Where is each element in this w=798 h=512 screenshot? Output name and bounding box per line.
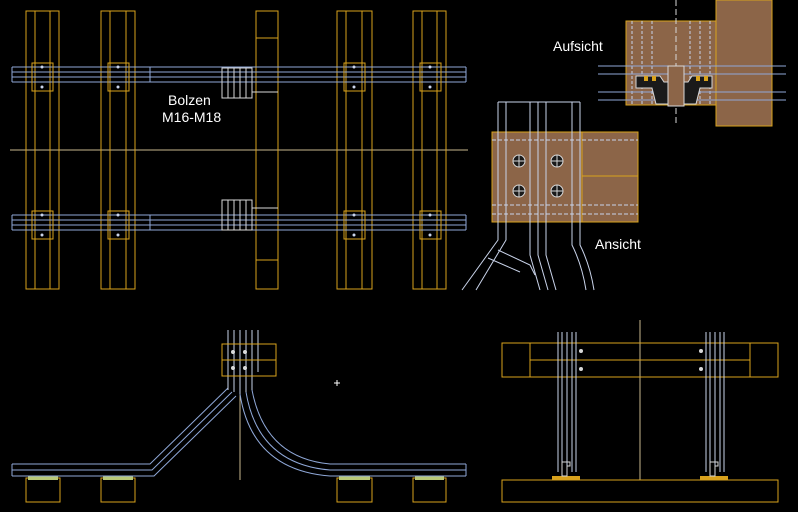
sleeper-1 <box>25 10 60 290</box>
elevation-joint-bolts <box>231 350 247 370</box>
rail-lower <box>11 214 467 231</box>
side-branch-lines <box>487 249 536 276</box>
elevation-joint-box <box>221 343 277 377</box>
side-view-detail <box>461 101 639 291</box>
cross-section-rails-right <box>705 332 725 472</box>
side-rail-lines-dashed <box>492 139 638 215</box>
cross-section-bolts <box>579 349 703 371</box>
elevation-vertical-rails <box>227 330 259 394</box>
rail-feet <box>552 476 728 480</box>
rail-profile-section <box>635 65 713 107</box>
clamp-markers <box>644 76 708 81</box>
track-elevation-view <box>11 330 467 503</box>
top-view-label: Aufsicht <box>553 38 603 54</box>
track-plan-view <box>10 10 468 290</box>
baseplate-bolts <box>40 65 432 237</box>
bolt-name-label: Bolzen <box>168 92 211 108</box>
sleeper-3-switch <box>255 10 279 290</box>
side-view-label: Ansicht <box>595 236 641 252</box>
sleeper-5 <box>412 10 447 290</box>
cursor-crosshair <box>334 380 340 386</box>
side-rail-lines <box>461 101 595 291</box>
base-sleeper <box>501 479 779 503</box>
elevation-sleepers <box>25 477 447 503</box>
baseplates <box>31 62 442 240</box>
sleeper-4 <box>336 10 373 290</box>
elevation-rail-straight <box>11 387 467 477</box>
bolt-size-label: M16-M18 <box>162 109 222 125</box>
rail-joint-upper <box>221 67 278 99</box>
cross-section-rails-left <box>557 332 577 472</box>
cross-beam <box>501 342 779 378</box>
top-view-detail <box>598 0 786 127</box>
cross-section-view <box>501 320 779 503</box>
rail-heads <box>561 461 719 477</box>
wood-block-right <box>715 0 773 127</box>
sleeper-2 <box>100 10 136 290</box>
rail-upper <box>11 66 467 83</box>
wood-block-side <box>491 131 639 223</box>
rail-joint-lower <box>221 199 278 231</box>
elevation-pads <box>28 476 444 480</box>
